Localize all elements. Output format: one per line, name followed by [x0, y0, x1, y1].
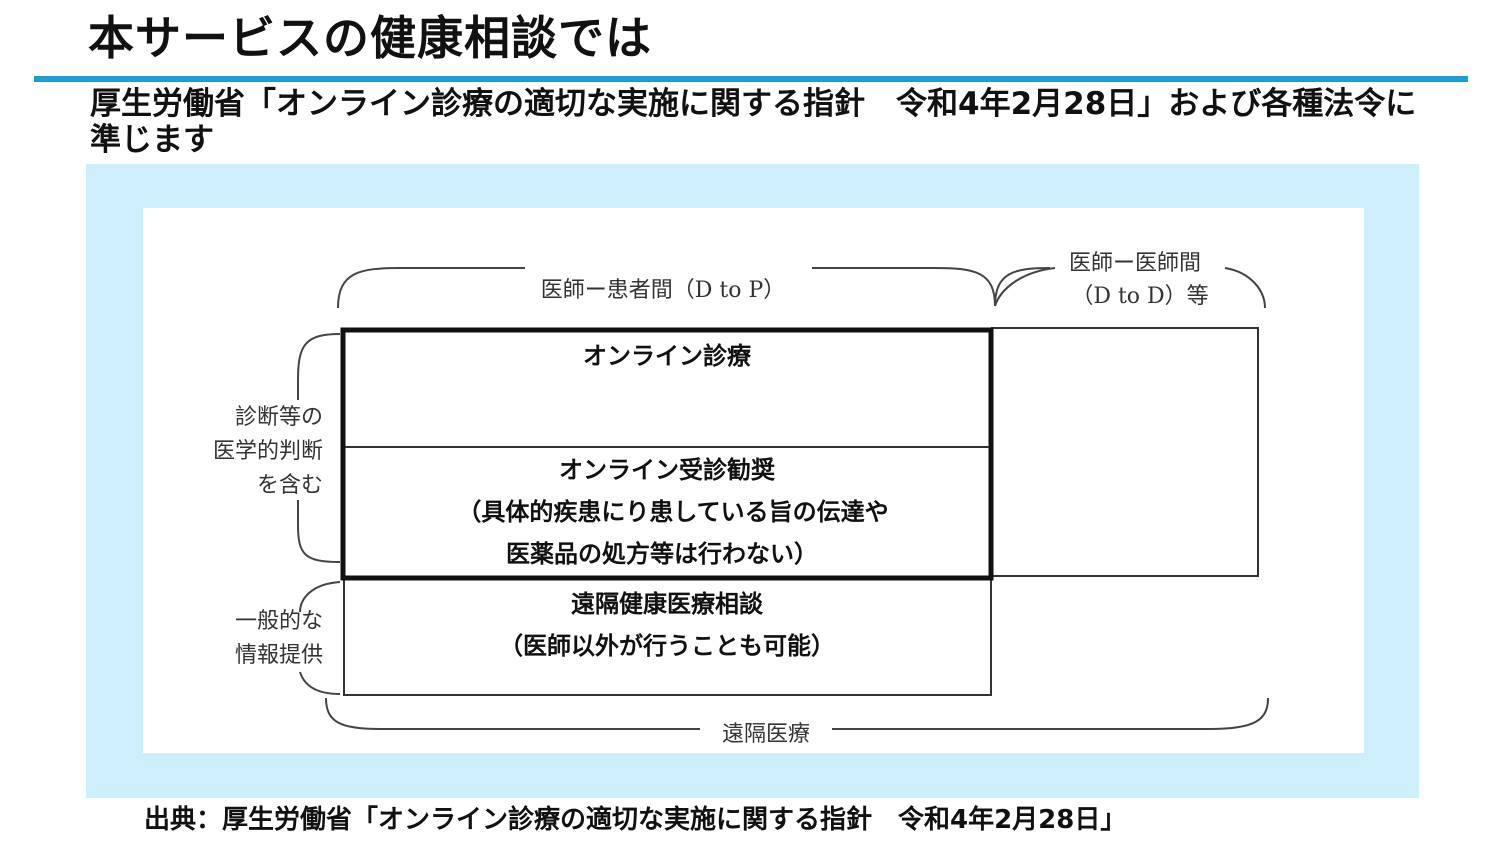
label-dtop: 医師ー患者間（D to P）	[541, 278, 786, 303]
text-health-title: 遠隔健康医療相談	[571, 590, 764, 618]
brace-general	[299, 581, 341, 695]
label-general-2: 情報提供	[235, 643, 323, 668]
text-online-care: オンライン診療	[583, 342, 752, 370]
box-dtod	[991, 327, 1259, 577]
title-divider	[34, 76, 1468, 82]
label-dtod-line2: （D to D）等	[1071, 284, 1208, 309]
label-medical-3: を含む	[257, 473, 323, 498]
diagram-canvas	[143, 208, 1364, 753]
text-health-note: （医師以外が行うことも可能）	[499, 632, 835, 660]
text-recommend-note1: （具体的疾患にり患している旨の伝達や	[457, 498, 888, 526]
text-recommend-title: オンライン受診勧奨	[559, 456, 776, 484]
brace-remote	[325, 697, 1269, 730]
brace-dtod	[994, 267, 1266, 309]
source-citation: 出典：厚生労働省「オンライン診療の適切な実施に関する指針 令和4年2月28日」	[144, 805, 1127, 835]
page-title: 本サービスの健康相談では	[88, 11, 652, 65]
label-medical-2: 医学的判断	[213, 439, 323, 464]
label-medical-1: 診断等の	[235, 405, 323, 430]
box-online	[340, 327, 994, 581]
label-remote: 遠隔医療	[722, 722, 810, 747]
brace-medical	[297, 333, 341, 563]
text-recommend-note2: 医薬品の処方等は行わない）	[506, 540, 818, 568]
label-general-1: 一般的な	[235, 609, 323, 634]
label-dtod-line1: 医師ー医師間	[1069, 251, 1201, 276]
page-subtitle: 厚生労働省「オンライン診療の適切な実施に関する指針 令和4年2月28日」および各…	[90, 86, 1417, 158]
